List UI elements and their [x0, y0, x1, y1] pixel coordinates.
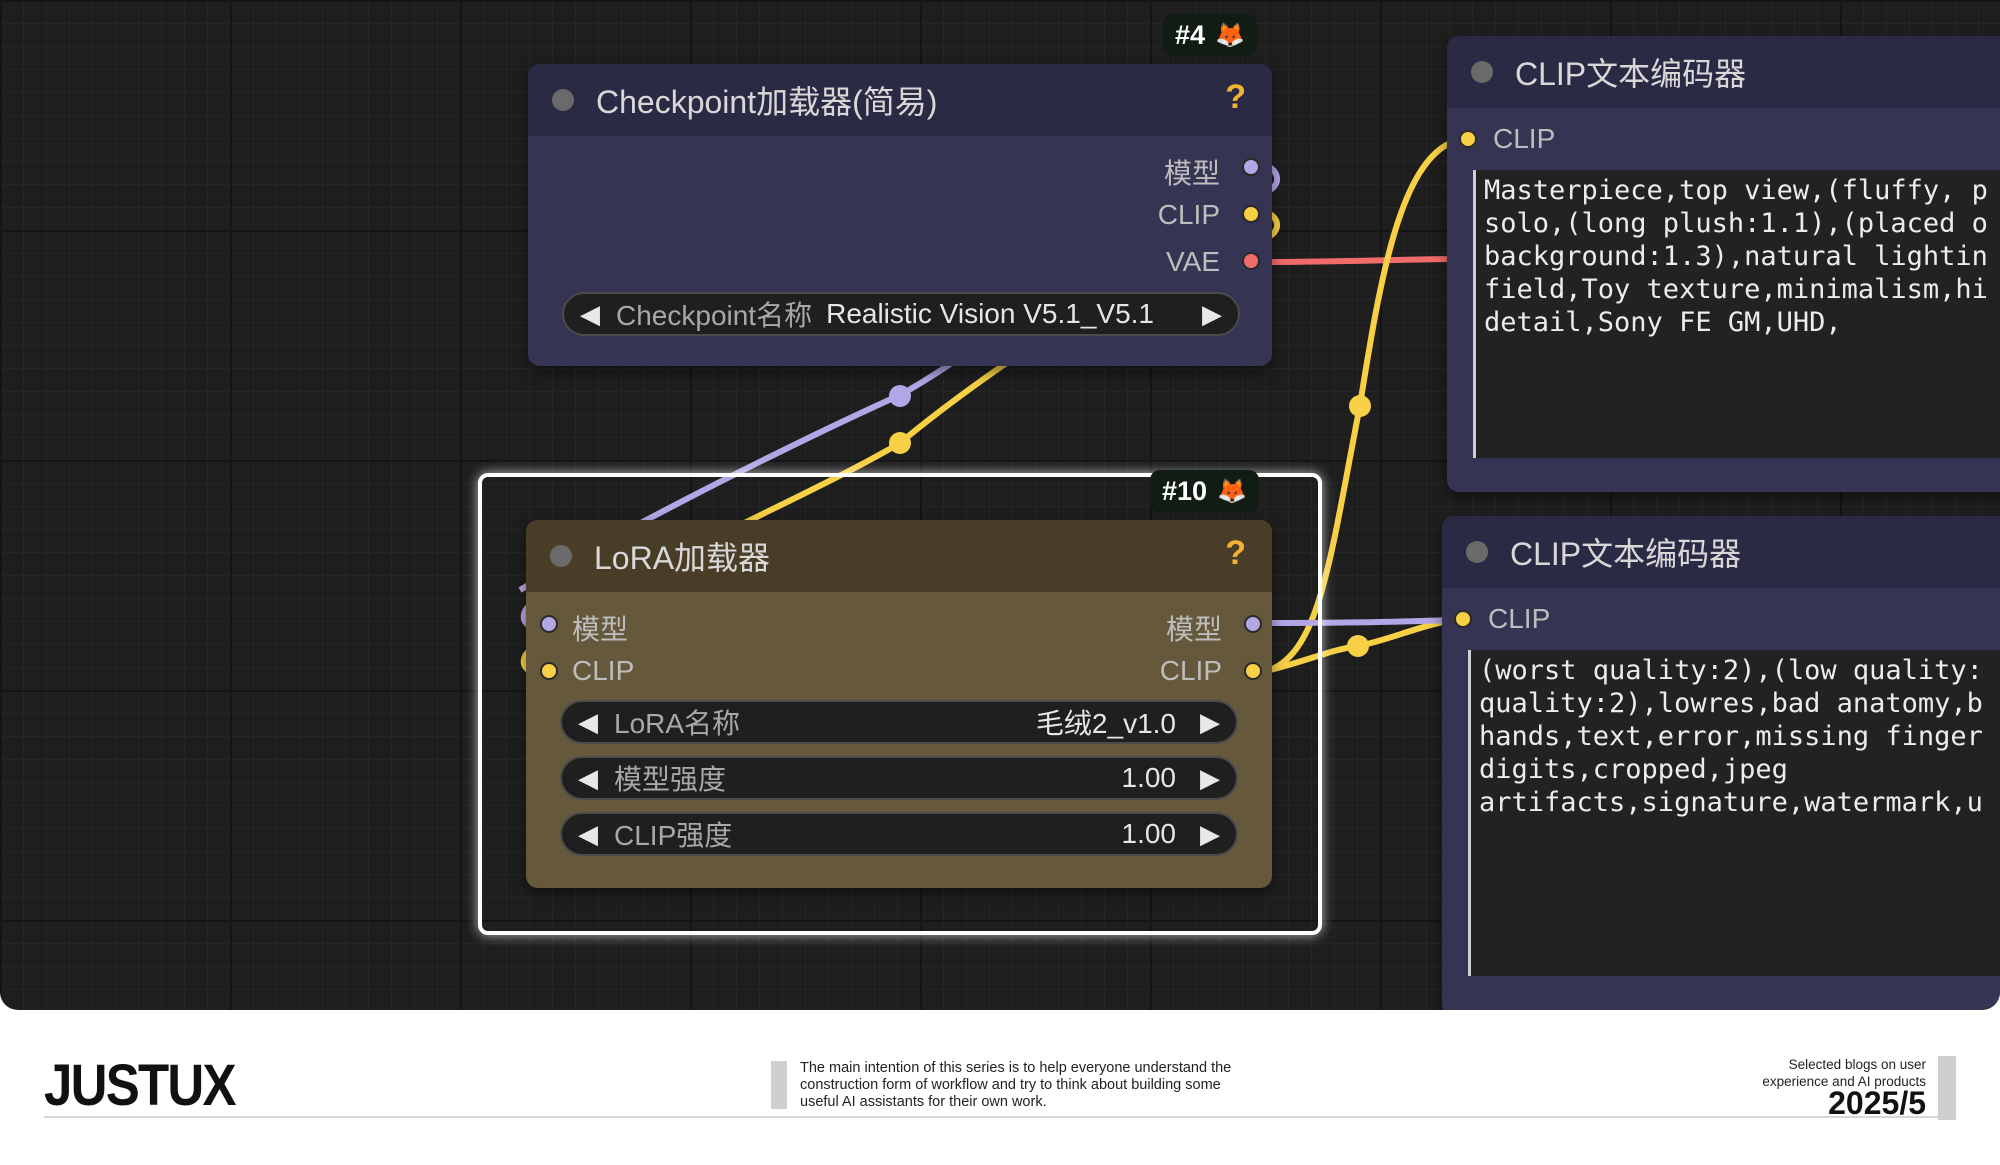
- series-description: The main intention of this series is to …: [800, 1060, 1232, 1110]
- widget-name: LoRA名称: [614, 708, 741, 739]
- input-port-clip[interactable]: [1454, 610, 1472, 628]
- node-id-badge: #4 🦊: [1163, 14, 1257, 56]
- meta-line-2: experience and AI products: [1762, 1074, 1926, 1089]
- issue-date: 2025/5: [1828, 1085, 1926, 1121]
- meta-line-1: Selected blogs on user: [1788, 1057, 1926, 1072]
- widget-value: 1.00: [1121, 762, 1177, 793]
- node-graph-canvas[interactable]: #4 🦊 Checkpoint加载器(简易) ? 模型 CLIP VAE ◀ C…: [0, 0, 2000, 1010]
- widget-name: CLIP强度: [614, 820, 733, 851]
- footer: [0, 1010, 2000, 1165]
- widget-value: Realistic Vision V5.1_V5.1: [826, 298, 1154, 329]
- collapse-toggle[interactable]: [1466, 541, 1488, 563]
- brand-logo: JUSTUX: [44, 1053, 237, 1118]
- widget-value: 毛绒2_v1.0: [1035, 708, 1176, 739]
- arrow-right-icon[interactable]: ▶: [1200, 706, 1220, 737]
- lora-loader-node[interactable]: LoRA加载器 ? 模型 CLIP 模型 CLIP ◀ LoRA名称 毛绒2_v…: [526, 520, 1272, 888]
- output-port-model[interactable]: [1242, 158, 1260, 176]
- wire-negative-reroute-dot: [1347, 635, 1369, 657]
- help-icon[interactable]: ?: [1225, 78, 1246, 116]
- blog-meta: Selected blogs on user experience and AI…: [1762, 1056, 1926, 1090]
- output-label-clip: CLIP: [1157, 199, 1220, 230]
- input-label-clip: CLIP: [1488, 603, 1551, 634]
- lora-name-combo[interactable]: ◀ LoRA名称 毛绒2_v1.0 ▶: [560, 700, 1238, 744]
- output-port-model[interactable]: [1244, 615, 1262, 633]
- arrow-left-icon[interactable]: ◀: [578, 762, 598, 793]
- input-port-model[interactable]: [540, 615, 558, 633]
- arrow-left-icon[interactable]: ◀: [578, 706, 598, 737]
- wire-vae-out: [1254, 256, 1451, 265]
- fox-icon: 🦊: [1217, 477, 1247, 505]
- node-id-label: #4: [1175, 19, 1206, 50]
- node-header[interactable]: LoRA加载器 ?: [526, 520, 1272, 592]
- output-port-vae[interactable]: [1242, 252, 1260, 270]
- arrow-left-icon[interactable]: ◀: [578, 818, 598, 849]
- node-id-label: #10: [1162, 475, 1208, 506]
- arrow-right-icon[interactable]: ▶: [1200, 818, 1220, 849]
- collapse-toggle[interactable]: [1471, 61, 1493, 83]
- arrow-right-icon[interactable]: ▶: [1200, 762, 1220, 793]
- fox-icon: 🦊: [1215, 21, 1245, 49]
- negative-prompt-text-area[interactable]: (worst quality:2),(low quality: quality:…: [1468, 650, 2000, 976]
- description-accent-bar: [771, 1061, 787, 1109]
- input-label-clip: CLIP: [572, 655, 635, 686]
- output-label-clip: CLIP: [1159, 655, 1222, 686]
- wire-clip-reroute-dot: [889, 432, 911, 454]
- arrow-right-icon[interactable]: ▶: [1202, 298, 1222, 329]
- node-title: CLIP文本编码器: [1510, 536, 1742, 572]
- model-strength-slider[interactable]: ◀ 模型强度 1.00 ▶: [560, 756, 1238, 800]
- output-port-clip[interactable]: [1242, 205, 1260, 223]
- checkpoint-loader-node[interactable]: Checkpoint加载器(简易) ? 模型 CLIP VAE ◀ Checkp…: [528, 64, 1272, 366]
- checkpoint-name-combo[interactable]: ◀ Checkpoint名称 Realistic Vision V5.1_V5.…: [562, 292, 1240, 336]
- output-label-model: 模型: [1165, 614, 1222, 645]
- footer-divider: [44, 1116, 1956, 1118]
- prompt-text-area[interactable]: Masterpiece,top view,(fluffy, p solo,(lo…: [1473, 170, 2000, 458]
- output-label-vae: VAE: [1166, 246, 1220, 277]
- clip-strength-slider[interactable]: ◀ CLIP强度 1.00 ▶: [560, 812, 1238, 856]
- input-label-clip: CLIP: [1493, 123, 1556, 154]
- widget-value: 1.00: [1121, 818, 1177, 849]
- node-title: LoRA加载器: [594, 540, 771, 576]
- widget-name: Checkpoint名称: [616, 300, 813, 331]
- output-port-clip[interactable]: [1244, 662, 1262, 680]
- clip-text-encode-negative-node[interactable]: CLIP文本编码器 CLIP (worst quality:2),(low qu…: [1442, 516, 2000, 1010]
- node-title: Checkpoint加载器(简易): [596, 84, 938, 120]
- collapse-toggle[interactable]: [550, 545, 572, 567]
- meta-accent-bar: [1938, 1056, 1956, 1120]
- node-title: CLIP文本编码器: [1515, 56, 1747, 92]
- arrow-left-icon[interactable]: ◀: [580, 298, 600, 329]
- node-header[interactable]: CLIP文本编码器: [1447, 36, 2000, 108]
- input-port-clip[interactable]: [1459, 130, 1477, 148]
- collapse-toggle[interactable]: [552, 89, 574, 111]
- widget-name: 模型强度: [614, 764, 727, 795]
- selection-frame: [478, 473, 1322, 935]
- help-icon[interactable]: ?: [1225, 534, 1246, 572]
- input-port-clip[interactable]: [540, 662, 558, 680]
- wire-model-reroute-dot: [889, 385, 911, 407]
- node-header[interactable]: Checkpoint加载器(简易) ?: [528, 64, 1272, 136]
- output-label-model: 模型: [1163, 158, 1220, 189]
- input-label-model: 模型: [572, 614, 629, 645]
- node-id-badge: #10 🦊: [1150, 470, 1259, 512]
- node-header[interactable]: CLIP文本编码器: [1442, 516, 2000, 588]
- clip-text-encode-positive-node[interactable]: CLIP文本编码器 CLIP Masterpiece,top view,(flu…: [1447, 36, 2000, 492]
- wire-positive-reroute-dot: [1349, 395, 1371, 417]
